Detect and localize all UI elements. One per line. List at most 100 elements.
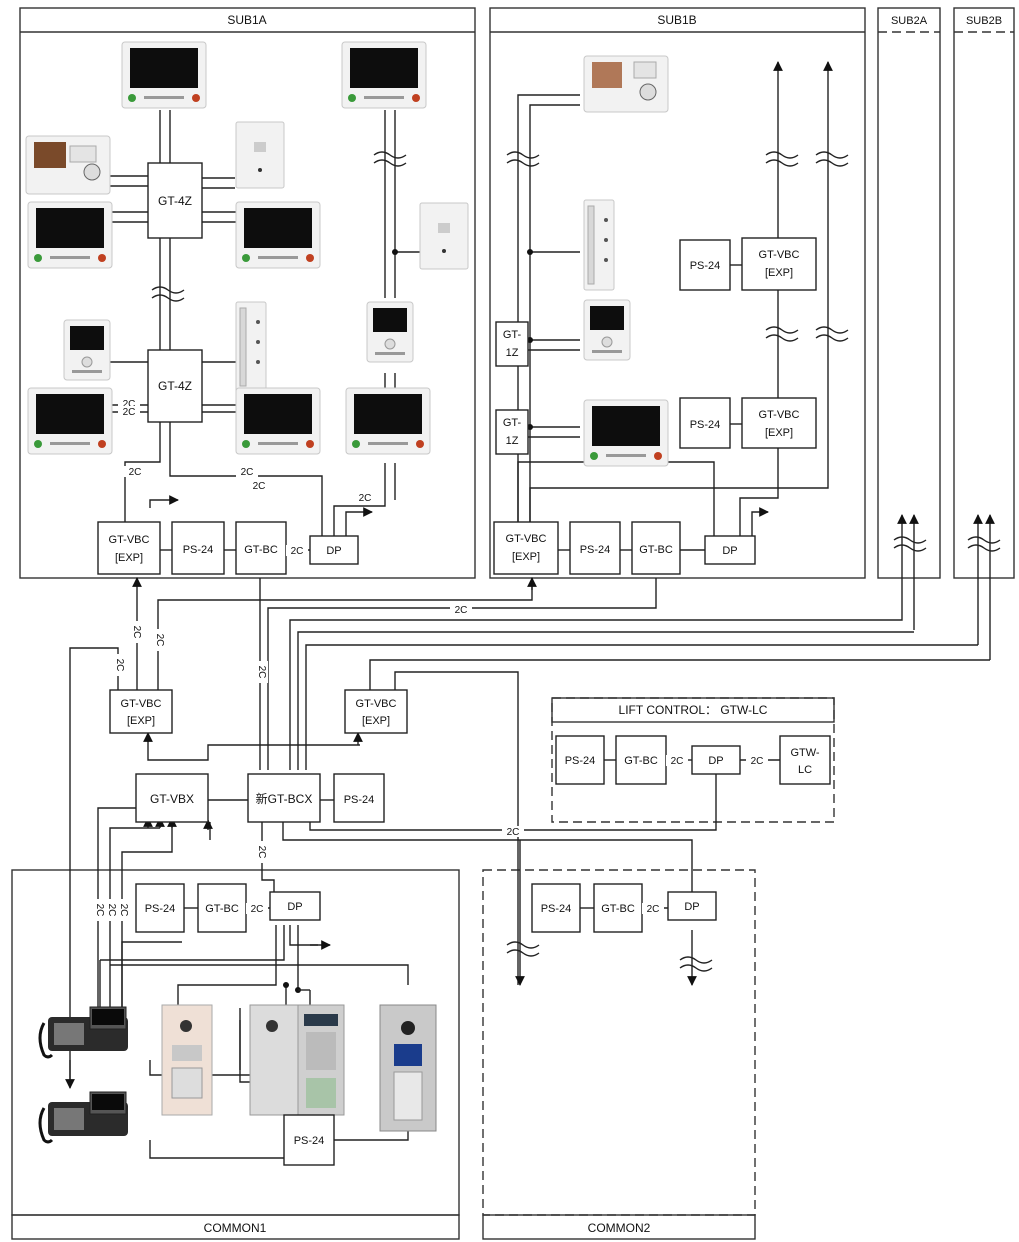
- wire-label-2c: 2C: [671, 756, 684, 767]
- gt-1z-lower: GT- 1Z: [495, 409, 529, 455]
- ps-24-common1-bottom: PS-24: [283, 1114, 335, 1166]
- region-title-sub2b: SUB2B: [966, 15, 1002, 27]
- region-title-lift-control: LIFT CONTROL： GTW-LC: [619, 703, 768, 717]
- gt-bc-sub1b: GT-BC: [631, 521, 681, 575]
- monitor-small-sub1b: [583, 299, 631, 361]
- digital-entrance-panel: [379, 1004, 437, 1132]
- svg-text:PS-24: PS-24: [294, 1135, 325, 1147]
- wire-label-2c: 2C: [647, 904, 660, 915]
- svg-text:GT-4Z: GT-4Z: [158, 379, 192, 393]
- monitor-small-sub1a-1: [63, 319, 111, 381]
- svg-text:DP: DP: [708, 755, 723, 767]
- region-title-sub1b: SUB1B: [657, 13, 696, 27]
- svg-text:GT-VBX: GT-VBX: [150, 792, 194, 806]
- wire-label-2c: 2C: [123, 399, 136, 410]
- wire-labels: 2C 2C 2C 2C 2C 2C 2C 2C 2C 2C 2C 2C 2C 2…: [94, 398, 768, 921]
- svg-text:[EXP]: [EXP]: [765, 427, 793, 439]
- svg-text:GT-BC: GT-BC: [244, 544, 278, 556]
- monitor-sub1a-6: [235, 387, 321, 455]
- wire-label-2c: 2C: [256, 846, 267, 859]
- svg-text:PS-24: PS-24: [145, 903, 176, 915]
- gt-vbx: GT-VBX: [135, 773, 209, 823]
- wire-label-2c: 2C: [94, 904, 105, 917]
- ps-24-center: PS-24: [333, 773, 385, 823]
- svg-text:GT-BC: GT-BC: [624, 755, 658, 767]
- monitor-sub1a-5: [27, 387, 113, 455]
- wire-label-2c: 2C: [253, 481, 266, 492]
- svg-text:[EXP]: [EXP]: [765, 267, 793, 279]
- gt-vbc-exp-sub1a: GT-VBC [EXP]: [97, 521, 161, 575]
- svg-text:GT-VBC: GT-VBC: [356, 698, 397, 710]
- svg-text:GT-VBC: GT-VBC: [506, 533, 547, 545]
- ps-24-sub1a: PS-24: [171, 521, 225, 575]
- svg-text:GT-VBC: GT-VBC: [759, 409, 800, 421]
- region-frames: [11, 7, 1015, 1240]
- color-monitor-sub1b: [583, 55, 669, 113]
- dp-lift: DP: [691, 745, 741, 775]
- wire-label-2c: 2C: [154, 634, 165, 647]
- svg-text:[EXP]: [EXP]: [127, 715, 155, 727]
- svg-text:GT-VBC: GT-VBC: [121, 698, 162, 710]
- svg-text:新GT-BCX: 新GT-BCX: [256, 791, 313, 806]
- ps-24-common2: PS-24: [531, 883, 581, 933]
- gt-1z-upper: GT- 1Z: [495, 321, 529, 367]
- svg-text:GT-BC: GT-BC: [639, 544, 673, 556]
- svg-text:PS-24: PS-24: [690, 260, 721, 272]
- gt-bc-sub1a: GT-BC: [235, 521, 287, 575]
- svg-text:PS-24: PS-24: [541, 903, 572, 915]
- monitor-sub1a-7: [345, 387, 431, 455]
- gt-bc-lift: GT-BC: [615, 735, 667, 785]
- gt-vbc-exp-sub1b-upper: GT-VBC [EXP]: [741, 237, 817, 291]
- dp-sub1a: DP: [309, 535, 359, 565]
- gt-4z-lower: GT-4Z: [147, 349, 203, 423]
- wire-label-2c: 2C: [359, 493, 372, 504]
- svg-text:[EXP]: [EXP]: [362, 715, 390, 727]
- svg-text:LC: LC: [798, 764, 812, 776]
- dp-common2: DP: [667, 891, 717, 921]
- handset-sub1a: [235, 301, 267, 393]
- audio-station-sub1a: [235, 121, 285, 189]
- svg-text:DP: DP: [722, 545, 737, 557]
- dp-common1: DP: [269, 891, 321, 921]
- gt-vbc-exp-right: GT-VBC [EXP]: [344, 689, 408, 734]
- svg-text:1Z: 1Z: [506, 435, 519, 447]
- ps-24-sub1b: PS-24: [569, 521, 621, 575]
- svg-text:GT-VBC: GT-VBC: [759, 249, 800, 261]
- entrance-panel-1: [161, 1004, 213, 1116]
- wire-label-2c: 2C: [291, 546, 304, 557]
- region-title-sub2a: SUB2A: [891, 15, 928, 27]
- gt-bc-common2: GT-BC: [593, 883, 643, 933]
- master-station-2: [38, 1090, 130, 1144]
- wire-label-2c: 2C: [131, 626, 142, 639]
- region-title-sub1a: SUB1A: [227, 13, 266, 27]
- svg-text:GT-: GT-: [503, 417, 522, 429]
- color-monitor-station: [25, 135, 111, 195]
- master-station-1: [38, 1005, 130, 1059]
- monitor-small-sub1a-2: [366, 301, 414, 363]
- wire-label-2c: 2C: [251, 904, 264, 915]
- gt-vbc-exp-sub1b: GT-VBC [EXP]: [493, 521, 559, 575]
- svg-text:DP: DP: [287, 901, 302, 913]
- wire-label-2c: 2C: [129, 467, 142, 478]
- svg-text:PS-24: PS-24: [565, 755, 596, 767]
- wire-label-2c: 2C: [123, 407, 136, 418]
- gt-vbc-exp-left: GT-VBC [EXP]: [109, 689, 173, 734]
- monitor-sub1a-2: [341, 41, 427, 109]
- svg-text:PS-24: PS-24: [183, 544, 214, 556]
- wire-label-2c: 2C: [455, 605, 468, 616]
- wiring: [65, 61, 1001, 1159]
- gtw-lc: GTW- LC: [779, 735, 831, 785]
- wire-label-2c: 2C: [118, 904, 129, 917]
- wire-label-2c: 2C: [507, 827, 520, 838]
- monitor-sub1b: [583, 399, 669, 467]
- wire-label-2c: 2C: [751, 756, 764, 767]
- wire-label-2c: 2C: [114, 659, 125, 672]
- monitor-sub1a-4: [235, 201, 321, 269]
- ps-24-lift: PS-24: [555, 735, 605, 785]
- wire-label-2c: 2C: [256, 666, 267, 679]
- audio-station-sub1a-2: [419, 202, 469, 270]
- monitor-sub1a-3: [27, 201, 113, 269]
- svg-text:GTW-: GTW-: [790, 747, 819, 759]
- region-title-common1: COMMON1: [204, 1221, 267, 1235]
